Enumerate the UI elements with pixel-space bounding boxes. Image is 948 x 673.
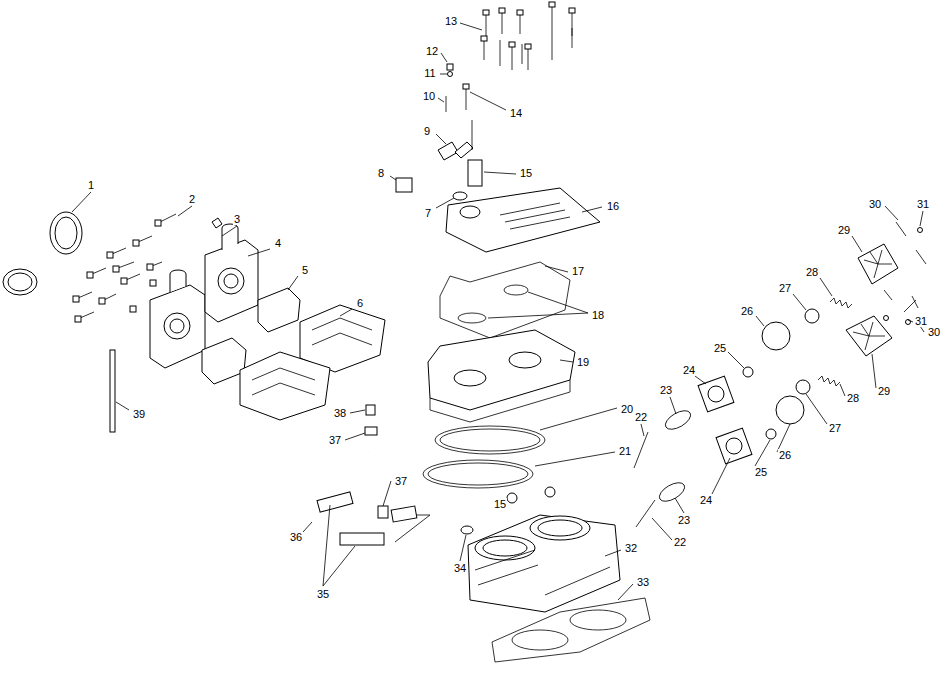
callout-number: 6 [356,297,364,309]
callout-number: 30 [927,326,941,338]
callout-number: 9 [423,125,431,137]
sensor [438,142,458,160]
callout-number: 39 [132,408,146,420]
fitting [468,160,482,186]
callout-number: 25 [754,466,768,478]
callout-number: 34 [453,562,467,574]
callout-number: 27 [828,422,842,434]
callout-number: 29 [877,385,891,397]
callout-number: 22 [634,411,648,423]
callout-number: 35 [316,588,330,600]
cylinder-head [428,330,575,410]
washer [461,526,473,534]
callout-number: 4 [274,237,282,249]
callout-number: 7 [424,207,432,219]
water-hose [296,452,430,545]
callout-number: 15 [519,167,533,179]
callout-number: 22 [673,536,687,548]
callout-number: 14 [509,107,523,119]
callout-number: 21 [618,445,632,457]
piston-ring [423,460,533,488]
hose-clamp [50,212,82,254]
reed-spacer [258,288,300,332]
leader-lines [72,23,924,600]
callout-number: 23 [659,384,673,396]
callout-number: 25 [713,342,727,354]
head-cover [446,188,600,252]
impeller [776,396,804,424]
callout-number: 24 [682,364,696,376]
callout-number: 30 [868,198,882,210]
callout-number: 26 [778,449,792,461]
callout-number: 28 [805,266,819,278]
callout-number: 19 [576,356,590,368]
callout-number: 37 [394,475,408,487]
head-bolts [463,2,575,110]
piston-ring [435,426,545,454]
callout-number: 17 [571,265,585,277]
base-gasket [492,598,650,662]
pump-housing [846,244,898,356]
callout-number: 8 [377,167,385,179]
hose-clamp [3,269,37,295]
callout-number: 5 [301,264,309,276]
callout-number: 27 [778,282,792,294]
hose-fitting [378,506,388,518]
callout-number: 16 [606,200,620,212]
rod [110,350,115,432]
callout-number: 11 [423,67,436,79]
callout-number: 32 [624,542,638,554]
pump-cover [698,376,734,412]
callout-number: 13 [444,15,458,27]
callout-number: 31 [916,198,930,210]
callout-number: 10 [422,90,436,102]
callout-number: 1 [87,179,95,191]
pump-cover [716,428,752,464]
reed-spacer [202,338,246,384]
hose-fitting [365,427,377,435]
thermostat [396,178,412,192]
callout-number: 38 [333,407,347,419]
reed-valve [240,305,385,420]
callout-number: 20 [620,403,634,415]
callout-number: 23 [677,514,691,526]
cylinder-block [468,515,620,612]
fitting [366,405,375,415]
callout-number: 26 [740,305,754,317]
impeller [762,322,790,350]
callout-number: 28 [846,392,860,404]
callout-number: 2 [188,193,196,205]
callout-number: 12 [425,45,439,57]
callout-number: 3 [233,213,241,225]
callout-number: 33 [636,576,650,588]
callout-number: 18 [591,309,605,321]
callout-number: 24 [699,494,713,506]
callout-number: 36 [289,531,303,543]
callout-number: 37 [328,434,342,446]
callout-number: 15 [493,498,507,510]
callout-number: 29 [837,224,851,236]
